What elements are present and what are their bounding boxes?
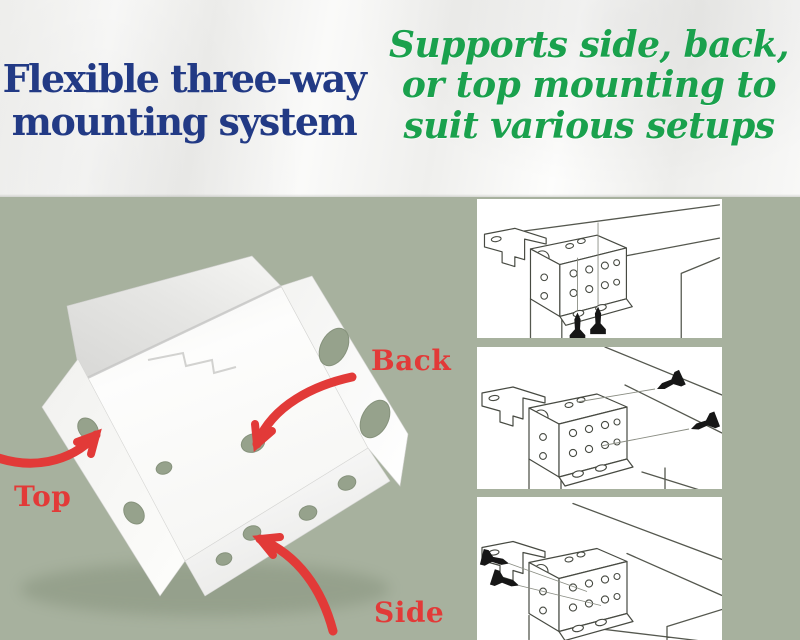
back-arrow [252, 372, 357, 449]
screw-icon [688, 411, 721, 437]
headline: Flexible three-way mounting system [2, 56, 367, 144]
annotation-arrows [0, 372, 357, 636]
bracket-body [41, 255, 409, 597]
top-arrow [0, 430, 101, 468]
label-back: Back [371, 344, 452, 377]
label-side: Side [374, 596, 445, 629]
bracket-product-image [0, 255, 409, 636]
back-arrow-head [251, 420, 276, 453]
side-arrow [255, 534, 338, 636]
subheadline: Supports side, back, or top mounting to … [389, 24, 789, 147]
top-arrow-head [73, 428, 102, 458]
product-stage: Top Back Side [0, 197, 800, 640]
label-top: Top [14, 480, 72, 513]
side-arrow-head [252, 533, 284, 559]
back-mounting-diagram [477, 347, 722, 489]
side-mounting-diagram [477, 497, 722, 640]
top-mounting-diagram [477, 199, 722, 338]
hero-section: Flexible three-way mounting system Suppo… [0, 0, 800, 197]
